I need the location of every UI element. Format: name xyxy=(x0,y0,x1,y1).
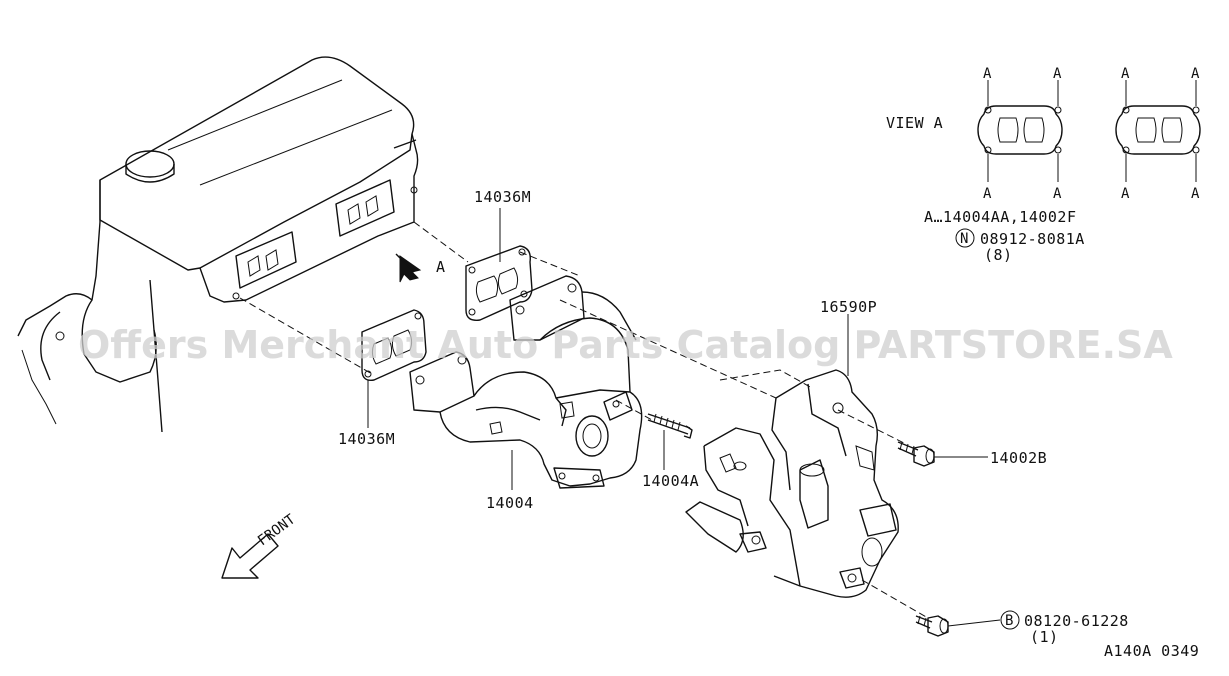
callout-gasket-top: 14036M xyxy=(474,188,531,206)
view-gasket-left: A A A A xyxy=(977,66,1063,202)
corner-a: A xyxy=(983,186,992,202)
view-a-title: VIEW A xyxy=(886,114,943,132)
view-arrow-label: A xyxy=(436,258,446,276)
view-gasket-right: A A A A xyxy=(1115,66,1201,202)
bolt-14002b xyxy=(897,441,935,467)
corner-a: A xyxy=(1191,66,1200,82)
front-label: FRONT xyxy=(255,511,299,549)
callout-stud: 14004A xyxy=(642,472,699,490)
n-part-qty: (8) xyxy=(984,246,1013,264)
exhaust-manifold xyxy=(409,275,643,489)
front-arrow: FRONT xyxy=(221,511,299,579)
callout-bolt: 14002B xyxy=(990,449,1047,467)
n-symbol: N xyxy=(960,231,968,247)
corner-a: A xyxy=(1121,186,1130,202)
diagram-code: A140A 0349 xyxy=(1104,642,1199,660)
b-part-qty: (1) xyxy=(1030,628,1059,646)
watermark: Offers Merchant Auto Parts Catalog PARTS… xyxy=(78,323,1173,367)
b-part-number: 08120-61228 xyxy=(1024,612,1129,630)
stud xyxy=(647,413,693,439)
b-symbol: B xyxy=(1005,613,1013,629)
alignment-lines xyxy=(239,221,929,619)
gasket-left xyxy=(361,309,427,381)
engine-block xyxy=(17,56,419,433)
callout-manifold: 14004 xyxy=(486,494,534,512)
leader-lines xyxy=(367,208,1001,627)
corner-a: A xyxy=(1121,66,1130,82)
corner-a: A xyxy=(1191,186,1200,202)
callout-b-part: B 08120-61228 (1) xyxy=(1000,610,1129,646)
callout-gasket-left: 14036M xyxy=(338,430,395,448)
corner-a: A xyxy=(1053,186,1062,202)
bolt-08120 xyxy=(915,615,949,637)
corner-a: A xyxy=(983,66,992,82)
n-part-number: 08912-8081A xyxy=(980,230,1085,248)
view-a-arrow xyxy=(395,253,422,283)
heat-shield xyxy=(685,369,899,598)
callout-heat-shield: 16590P xyxy=(820,298,877,316)
view-a-legend: A…14004AA,14002F xyxy=(924,208,1077,226)
gasket-top xyxy=(465,245,533,321)
view-a-inset: VIEW A A A A A A A xyxy=(886,66,1201,264)
corner-a: A xyxy=(1053,66,1062,82)
